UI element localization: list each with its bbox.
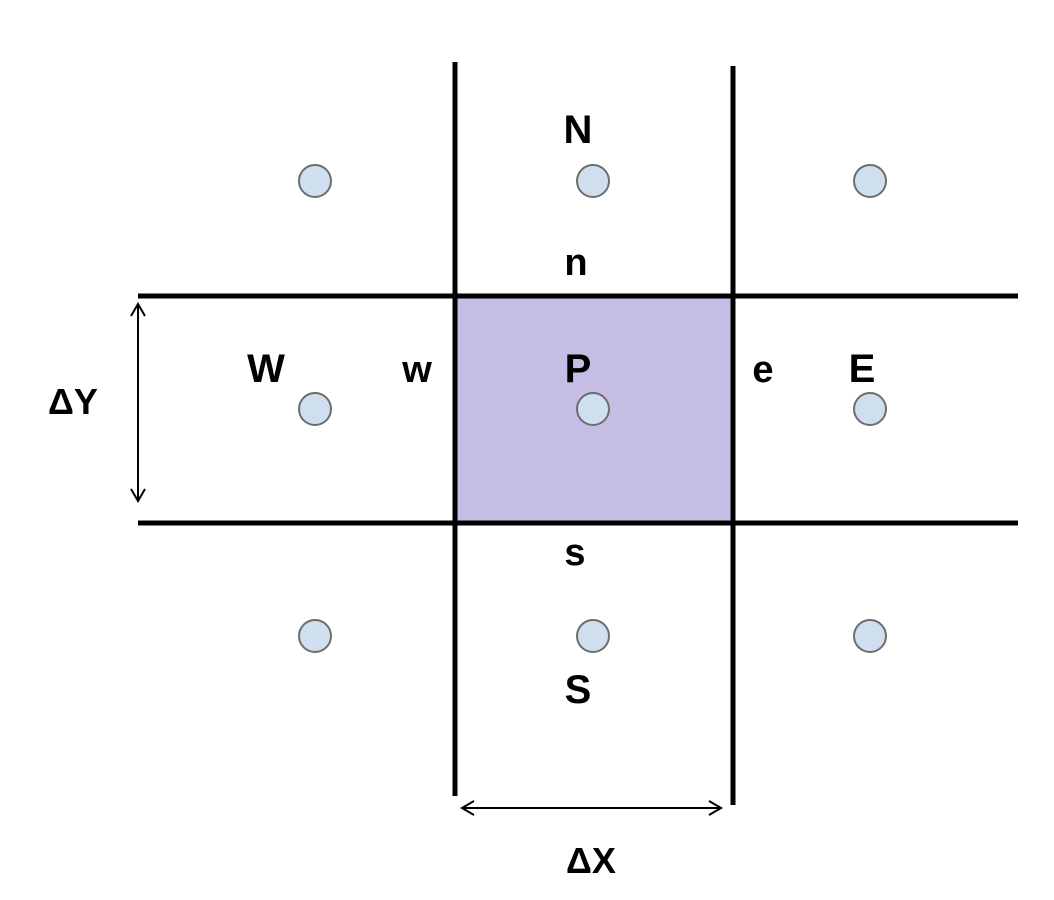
node-n	[576, 164, 610, 198]
node-label-n: N	[563, 108, 593, 152]
dx-label: ΔX	[566, 840, 616, 881]
node-w	[298, 392, 332, 426]
face-label-w: w	[402, 349, 432, 391]
dy-dimension-arrow	[130, 302, 146, 503]
node-label-e: E	[848, 347, 876, 391]
grid-nodes	[298, 164, 887, 653]
node-label-s: S	[564, 668, 592, 712]
node-s	[576, 619, 610, 653]
face-label-s: s	[564, 532, 586, 574]
node-label-p: P	[564, 347, 592, 391]
node-sw	[298, 619, 332, 653]
node-p	[576, 392, 610, 426]
face-label-e: e	[752, 349, 774, 391]
node-ne	[853, 164, 887, 198]
dy-label: ΔY	[48, 381, 98, 422]
node-label-w: W	[247, 347, 285, 391]
node-nw	[298, 164, 332, 198]
face-label-n: n	[564, 242, 588, 284]
dx-dimension-arrow	[460, 800, 723, 816]
node-e	[853, 392, 887, 426]
node-se	[853, 619, 887, 653]
